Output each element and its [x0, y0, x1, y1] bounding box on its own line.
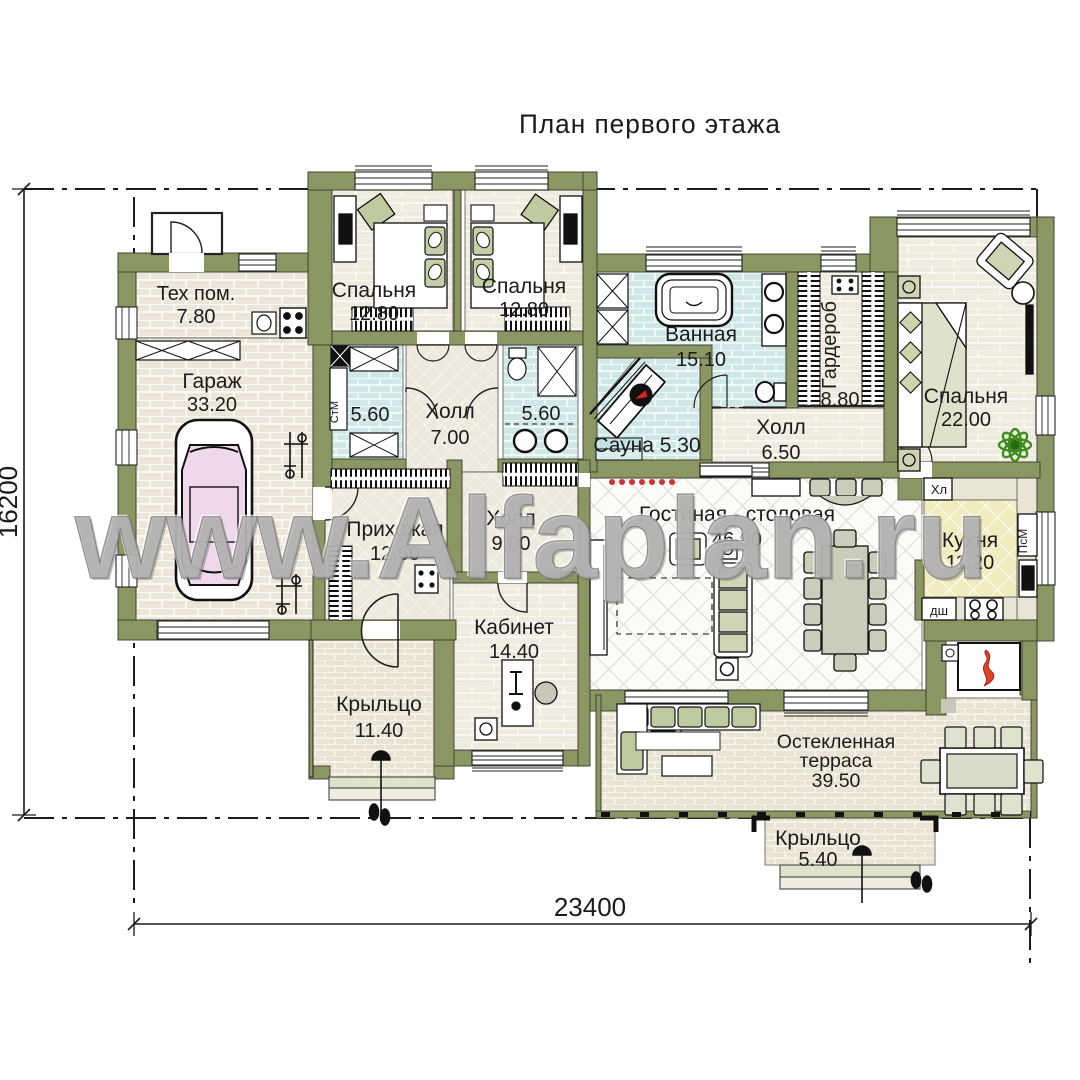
svg-text:Холл: Холл	[756, 416, 806, 439]
svg-text:Ванная: Ванная	[665, 323, 737, 346]
svg-text:8.80: 8.80	[821, 389, 860, 411]
svg-text:22.00: 22.00	[941, 409, 991, 431]
svg-text:СтМ: СтМ	[329, 401, 341, 423]
svg-text:План первого этажа: План первого этажа	[519, 109, 781, 139]
svg-text:Спальня: Спальня	[332, 279, 416, 302]
svg-text:33.20: 33.20	[187, 394, 237, 416]
svg-text:5.60: 5.60	[351, 404, 390, 426]
svg-text:12.80: 12.80	[499, 299, 549, 321]
svg-text:11.40: 11.40	[355, 720, 404, 742]
svg-text:Гараж: Гараж	[182, 370, 241, 393]
svg-text:16200: 16200	[0, 466, 23, 538]
svg-text:Крыльцо: Крыльцо	[336, 693, 422, 716]
svg-text:15.10: 15.10	[676, 349, 726, 371]
svg-text:9.00: 9.00	[492, 533, 531, 555]
svg-text:12.60: 12.60	[370, 543, 420, 565]
svg-text:Тех пом.: Тех пом.	[157, 283, 236, 305]
svg-text:6.50: 6.50	[762, 442, 801, 464]
svg-text:дш: дш	[930, 603, 948, 618]
svg-text:терраса: терраса	[800, 750, 873, 772]
svg-text:Кухня: Кухня	[942, 529, 998, 552]
svg-text:Спальня: Спальня	[482, 275, 566, 298]
svg-text:Остекленная: Остекленная	[777, 731, 895, 753]
svg-text:39.50: 39.50	[812, 770, 861, 792]
svg-text:Прихожая: Прихожая	[346, 518, 443, 541]
svg-text:11.20: 11.20	[946, 552, 995, 574]
svg-text:46.90: 46.90	[712, 529, 762, 551]
svg-text:Хл: Хл	[931, 482, 947, 497]
svg-text:7.80: 7.80	[177, 306, 216, 328]
svg-text:Гардероб: Гардероб	[819, 301, 841, 389]
svg-text:23400: 23400	[554, 892, 626, 922]
svg-text:Холл: Холл	[425, 400, 475, 423]
svg-text:7.00: 7.00	[431, 427, 470, 449]
svg-text:www.Alfaplan.ru: www.Alfaplan.ru	[76, 475, 990, 605]
svg-text:Гостиная - столовая: Гостиная - столовая	[639, 503, 835, 526]
svg-text:Сауна 5.30: Сауна 5.30	[593, 434, 700, 457]
svg-text:Крыльцо: Крыльцо	[775, 827, 861, 850]
svg-text:Холл: Холл	[486, 507, 536, 530]
svg-text:12.80: 12.80	[349, 303, 399, 325]
svg-text:www.Alfaplan.ru: www.Alfaplan.ru	[72, 471, 986, 601]
svg-text:www.Alfaplan.ru: www.Alfaplan.ru	[74, 473, 988, 603]
svg-text:Кабинет: Кабинет	[474, 616, 554, 639]
svg-text:Спальня: Спальня	[924, 385, 1008, 408]
svg-text:14.40: 14.40	[489, 641, 539, 663]
svg-text:ПсМ: ПсМ	[1016, 529, 1030, 554]
svg-text:5.40: 5.40	[799, 849, 838, 871]
svg-text:5.60: 5.60	[522, 403, 561, 425]
